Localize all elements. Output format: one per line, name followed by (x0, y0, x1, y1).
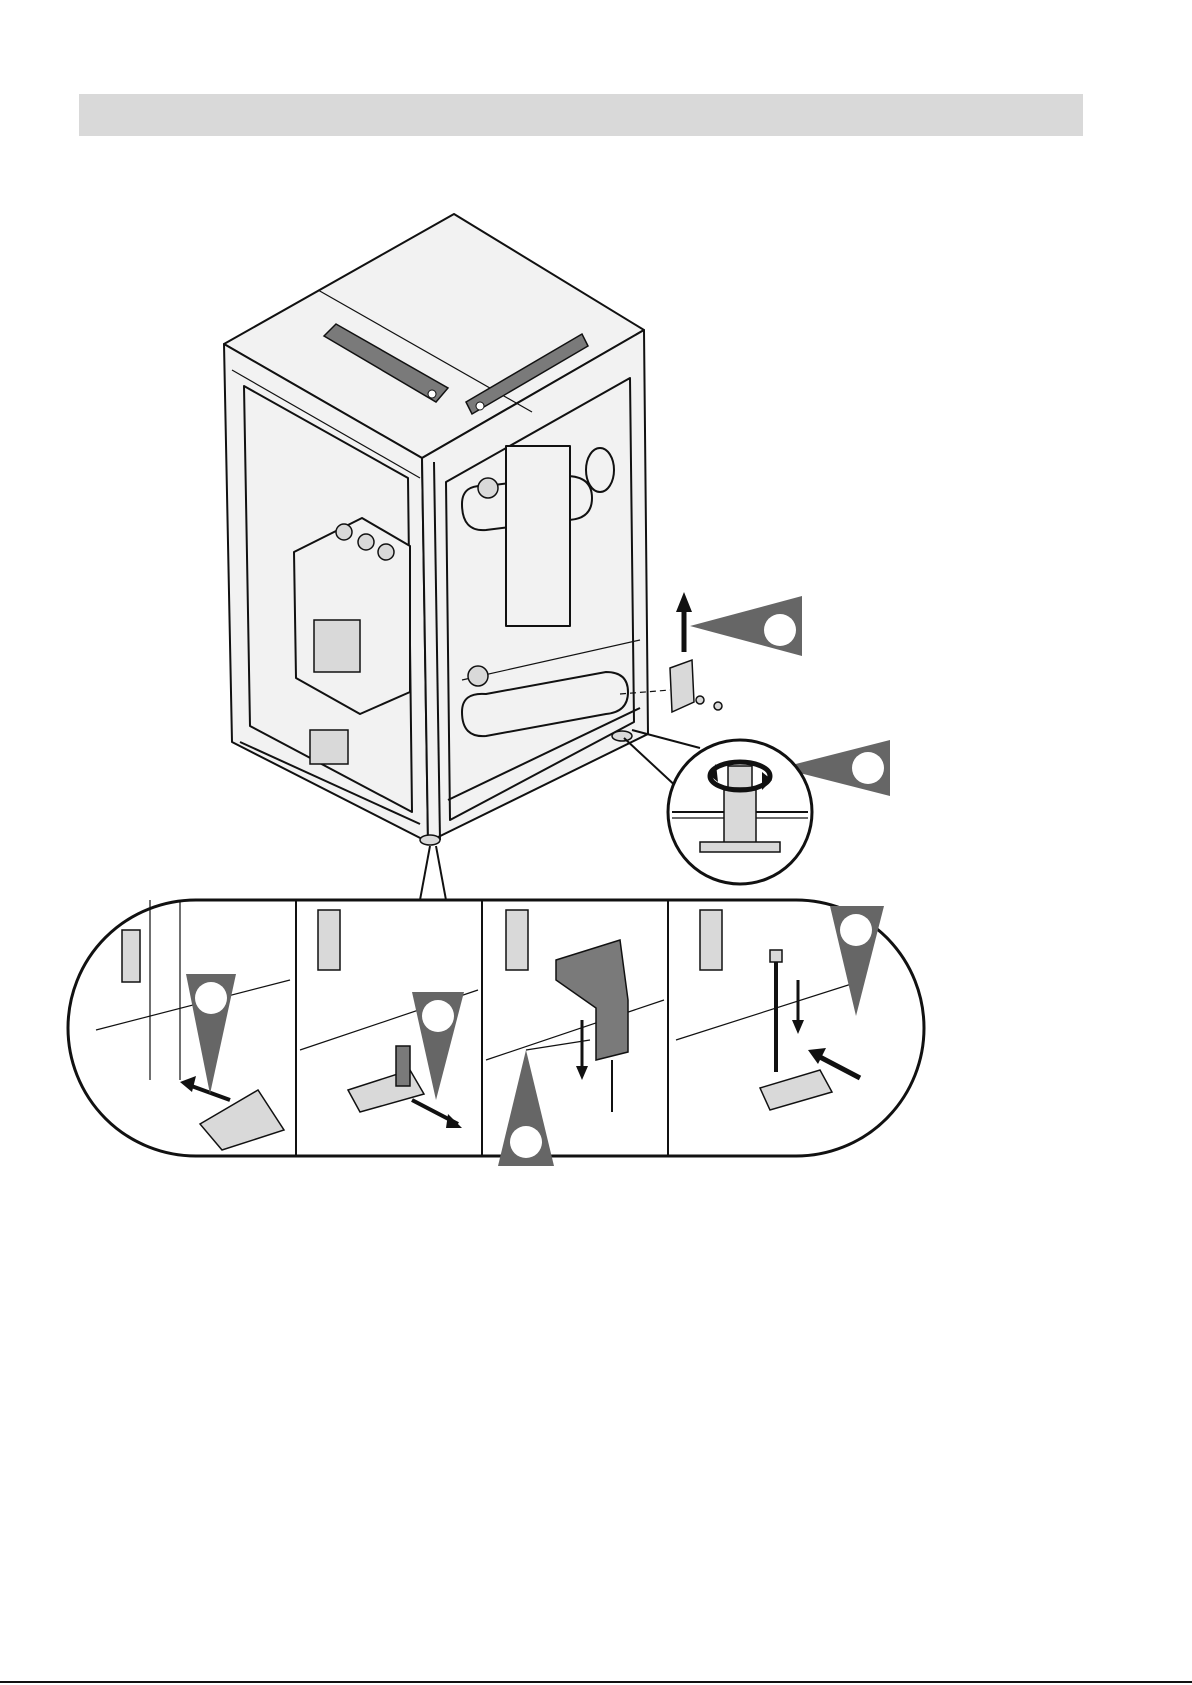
footer-rule (0, 1681, 1192, 1683)
heat-pump-unit (224, 214, 648, 845)
detail-panels (68, 846, 924, 1166)
lift-arrow (676, 592, 692, 652)
foot-adjust-detail (624, 730, 812, 884)
step-callout-1 (690, 596, 802, 656)
